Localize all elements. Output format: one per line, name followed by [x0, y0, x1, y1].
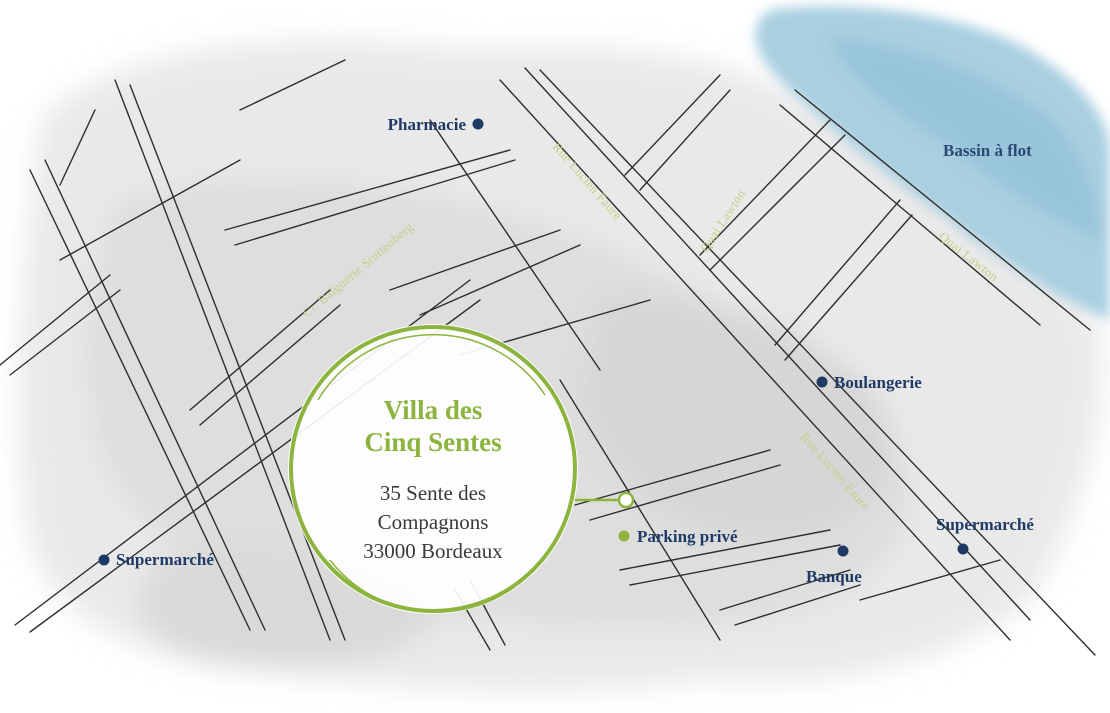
supermarche-west-label: Supermarché — [116, 550, 214, 569]
supermarche-east-label: Supermarché — [936, 515, 1034, 534]
poi-banque[interactable]: Banque — [806, 545, 862, 587]
road-network — [0, 59, 1096, 656]
villa-callout[interactable]: Villa des Cinq Sentes 35 Sente des Compa… — [288, 324, 635, 614]
water-bassin-a-flot: Bassin à flot — [755, 6, 1110, 320]
poi-boulangerie[interactable]: Boulangerie — [816, 373, 923, 392]
poi-supermarche-west[interactable]: Supermarché — [98, 550, 215, 569]
pharmacie-label: Pharmacie — [388, 115, 467, 134]
villa-name-line2: Cinq Sentes — [364, 427, 501, 457]
villa-circle-inner-arc-bottom — [329, 539, 556, 613]
water-label: Bassin à flot — [943, 141, 1032, 160]
boulangerie-label: Boulangerie — [834, 373, 922, 392]
parking-label: Parking privé — [637, 527, 738, 546]
villa-address-line1: 35 Sente des — [380, 481, 486, 505]
poi-pharmacie[interactable]: Pharmacie — [388, 115, 484, 134]
boulangerie-marker-icon — [816, 376, 828, 388]
villa-address-line2: Compagnons — [378, 510, 489, 534]
supermarche-east-marker-icon — [957, 543, 969, 555]
villa-circle-outer-ring — [289, 325, 577, 613]
villa-address-line3: 33000 Bordeaux — [363, 539, 503, 563]
supermarche-west-marker-icon — [98, 554, 110, 566]
villa-location-pin-icon — [617, 491, 635, 509]
villa-name-line1: Villa des — [384, 395, 483, 425]
villa-circle-fill — [288, 324, 578, 614]
poi-supermarche-east[interactable]: Supermarché — [936, 515, 1034, 555]
parking-marker-icon — [618, 530, 630, 542]
pharmacie-marker-icon — [472, 118, 484, 130]
villa-circle-inner-arc-top — [317, 333, 546, 401]
banque-label: Banque — [806, 567, 862, 586]
poi-parking-prive[interactable]: Parking privé — [618, 527, 739, 546]
banque-marker-icon — [837, 545, 849, 557]
